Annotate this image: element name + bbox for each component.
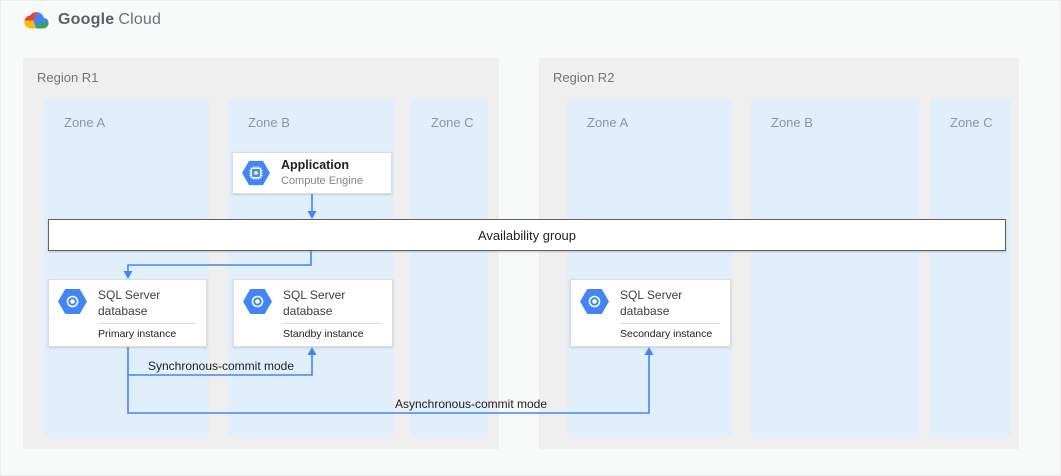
sql-secondary-card: SQL Server database Secondary instance [570, 279, 731, 347]
zone-label: Zone B [771, 115, 813, 130]
region-r1-zone-c: Zone C [411, 99, 488, 436]
zone-label: Zone C [950, 115, 993, 130]
compute-engine-icon [241, 160, 271, 186]
region-r2: Region R2 Zone A Zone B Zone C [539, 58, 1019, 449]
cloud-sql-icon [57, 288, 88, 315]
region-r1-zone-b: Zone B [228, 99, 394, 436]
zone-label: Zone A [64, 115, 106, 130]
region-r1-label: Region R1 [37, 70, 99, 85]
region-r2-zone-c: Zone C [930, 99, 1011, 436]
application-card-title: Application [281, 158, 350, 173]
cloud-sql-icon [579, 288, 610, 315]
region-r1: Region R1 Zone A Zone B Zone C [23, 58, 499, 449]
sql-standby-title: SQL Server database [283, 288, 346, 318]
sql-secondary-title: SQL Server database [620, 288, 683, 318]
zone-label: Zone A [587, 115, 629, 130]
logo-word-google: Google [58, 11, 115, 28]
google-cloud-logo-icon [24, 12, 49, 29]
zone-label: Zone C [431, 115, 474, 130]
card-divider [98, 323, 196, 325]
cloud-sql-icon [242, 288, 273, 315]
sql-primary-subtitle: Primary instance [98, 328, 177, 341]
card-divider [283, 323, 382, 325]
card-divider [620, 323, 720, 325]
availability-group-bar: Availability group [48, 219, 1006, 251]
region-r2-zone-a: Zone A [567, 99, 732, 436]
sql-standby-subtitle: Standby instance [283, 328, 364, 341]
region-r1-zone-a: Zone A [44, 99, 209, 436]
availability-group-label: Availability group [477, 227, 577, 243]
sql-primary-card: SQL Server database Primary instance [48, 279, 207, 347]
region-r2-zone-b: Zone B [751, 99, 919, 436]
logo-word-cloud: Cloud [118, 11, 162, 28]
sql-secondary-subtitle: Secondary instance [620, 328, 713, 341]
application-card-subtitle: Compute Engine [281, 174, 363, 187]
sql-primary-title: SQL Server database [98, 288, 161, 318]
application-card: Application Compute Engine [232, 152, 392, 194]
region-r2-label: Region R2 [553, 70, 615, 85]
sql-standby-card: SQL Server database Standby instance [233, 279, 393, 347]
zone-label: Zone B [248, 115, 290, 130]
